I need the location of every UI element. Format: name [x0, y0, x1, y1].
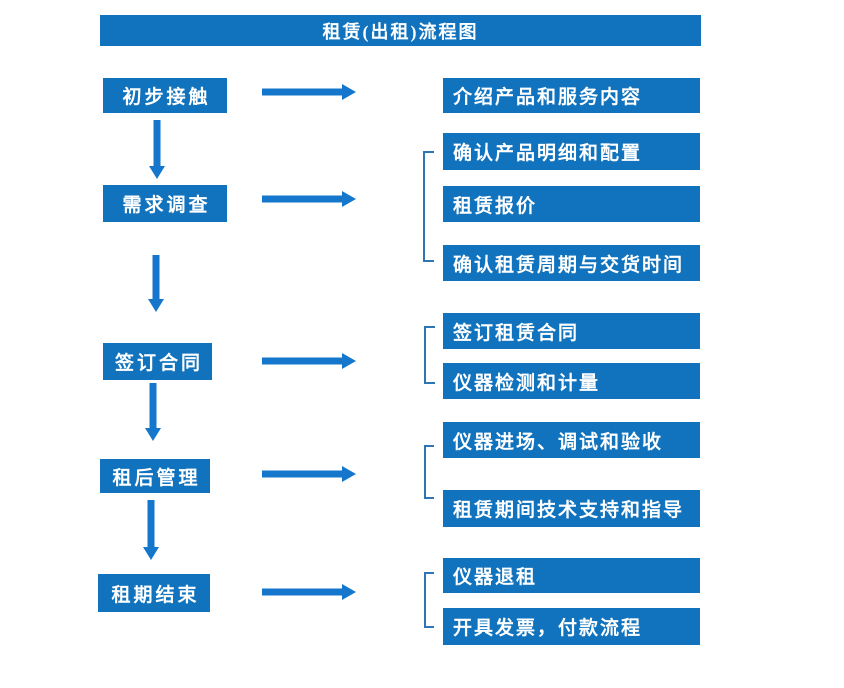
arrow-down-3: [145, 383, 161, 441]
detail-instrument-return: 仪器退租: [443, 558, 700, 593]
bracket-demand-survey-group: [423, 151, 434, 262]
bracket-rental-end-group: [424, 572, 434, 628]
step-post-rental-management: 租后管理: [100, 459, 210, 493]
detail-confirm-product-config: 确认产品明细和配置: [443, 133, 700, 170]
arrow-right-sign-contract: [262, 353, 356, 369]
flowchart-title: 租赁(出租)流程图: [100, 15, 701, 46]
arrow-right-demand-survey: [262, 191, 356, 207]
step-rental-end: 租期结束: [98, 574, 210, 612]
arrow-down-1: [149, 120, 165, 179]
step-demand-survey: 需求调查: [103, 185, 227, 222]
detail-sign-rental-contract: 签订租赁合同: [443, 313, 700, 349]
detail-technical-support-guidance: 租赁期间技术支持和指导: [443, 490, 700, 527]
bracket-post-rental-group: [424, 445, 434, 499]
detail-instrument-entry-debug-acceptance: 仪器进场、调试和验收: [443, 422, 700, 458]
arrow-right-post-rental: [262, 466, 356, 482]
arrow-down-2: [148, 255, 164, 312]
detail-invoice-payment-process: 开具发票，付款流程: [443, 608, 700, 645]
detail-rental-quotation: 租赁报价: [443, 186, 700, 222]
detail-instrument-inspection-metering: 仪器检测和计量: [443, 363, 700, 399]
step-initial-contact: 初步接触: [103, 78, 227, 113]
arrow-down-4: [143, 500, 159, 560]
arrow-right-rental-end: [262, 584, 356, 600]
bracket-sign-contract-group: [424, 326, 435, 384]
detail-confirm-rental-period-delivery: 确认租赁周期与交货时间: [443, 245, 700, 281]
step-sign-contract: 签订合同: [103, 343, 212, 380]
arrow-right-initial-contact: [262, 84, 356, 100]
detail-introduce-products-services: 介绍产品和服务内容: [443, 78, 700, 113]
